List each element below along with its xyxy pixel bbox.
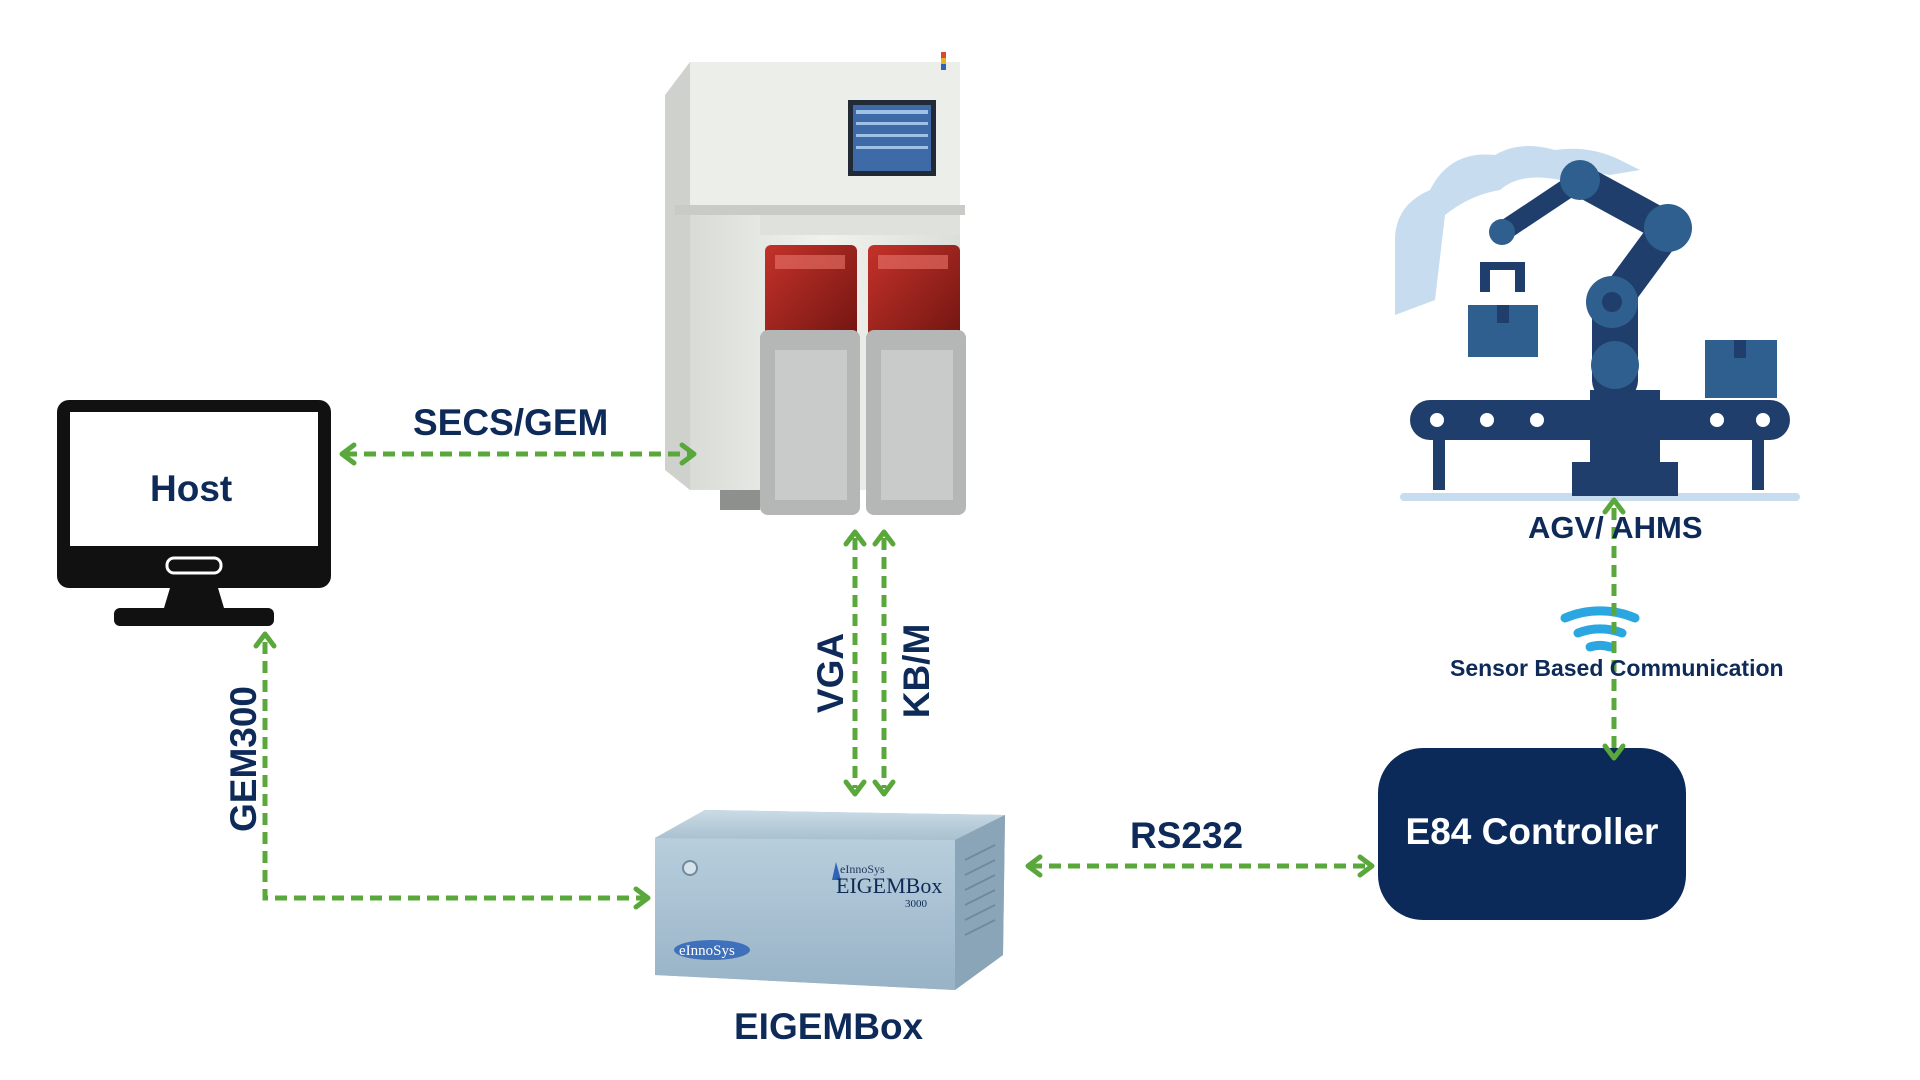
eigembox-brand-main: EIGEMBox [836, 873, 942, 898]
monitor-icon [57, 400, 331, 626]
agv-ahms-label: AGV/ AHMS [1528, 510, 1703, 545]
eigembox-device-image: eInnoSys EIGEMBox 3000 eInnoSys [655, 810, 1005, 990]
connection-arrows [262, 451, 1617, 901]
vga-label: VGA [810, 632, 851, 714]
e84-controller-label: E84 Controller [1405, 811, 1659, 852]
gem300-label: GEM300 [223, 686, 264, 833]
host-label: Host [150, 468, 233, 509]
kbm-label: KB/M [896, 623, 937, 719]
arrow-gem300 [262, 642, 645, 901]
secs-gem-label: SECS/GEM [413, 402, 609, 443]
sensor-communication-label: Sensor Based Communication [1450, 655, 1784, 681]
eigembox-brand-num: 3000 [905, 898, 928, 910]
semiconductor-tool-image [665, 52, 966, 515]
eigembox-brand-top: eInnoSys [840, 862, 885, 876]
wifi-icon [1560, 606, 1640, 652]
arrowheads [253, 442, 1626, 910]
eigembox-logo: eInnoSys [679, 943, 735, 959]
e84-controller-box [1378, 748, 1686, 920]
robot-arm-conveyor-icon [1395, 146, 1800, 501]
rs232-label: RS232 [1130, 815, 1244, 856]
eigembox-label: EIGEMBox [734, 1006, 924, 1047]
